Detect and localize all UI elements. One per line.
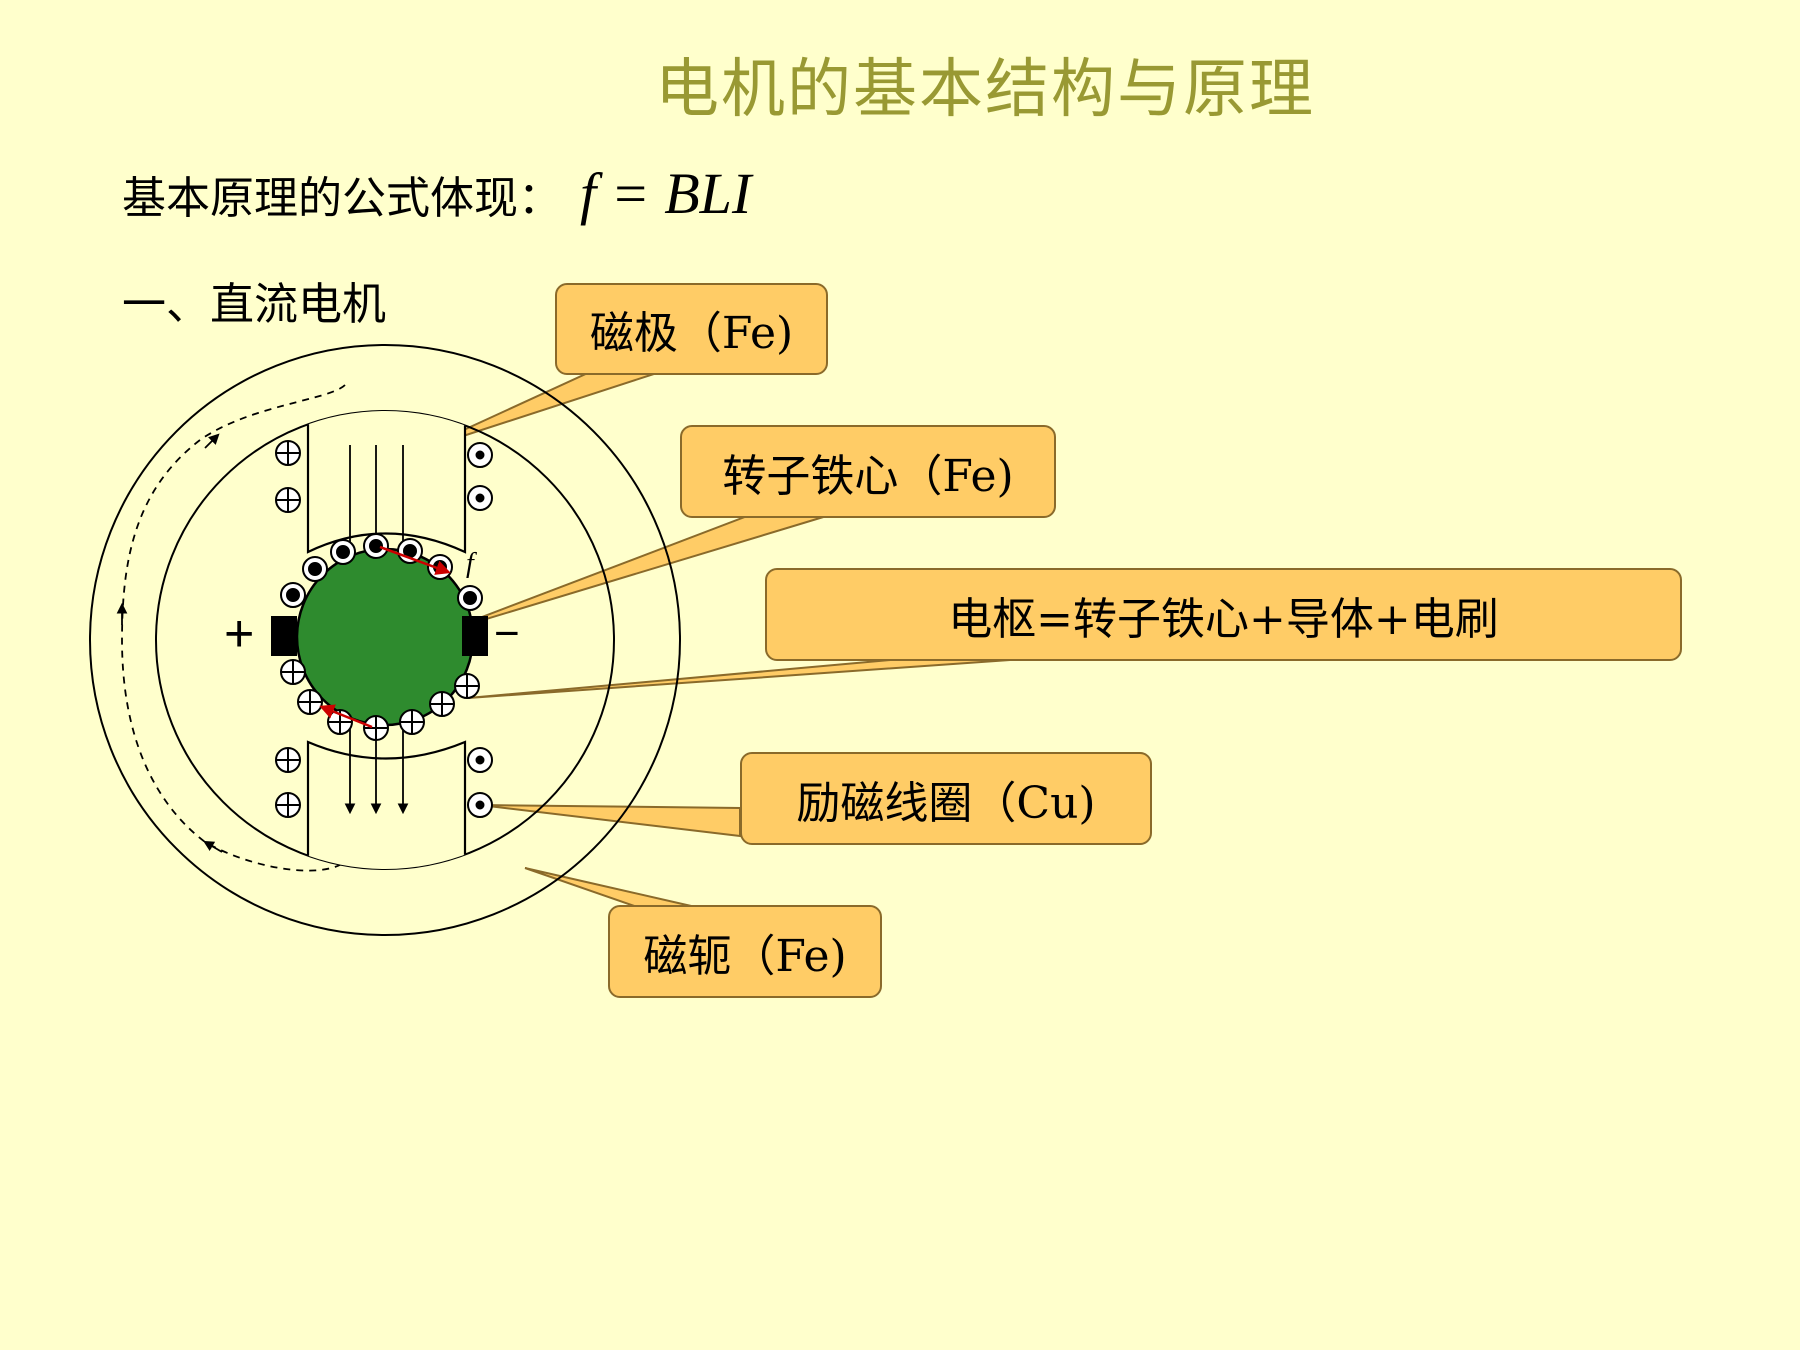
force-arrow-upper <box>379 545 451 575</box>
armature-callout-pointer <box>467 659 1011 699</box>
callout-pole: 磁极（Fe) <box>555 283 828 375</box>
callout-yoke: 磁轭（Fe) <box>608 905 882 998</box>
callout-armature: 电枢=转子铁心+导体+电刷 <box>765 568 1682 661</box>
brush-minus-sign: − <box>494 609 520 658</box>
flux-arrow-upper <box>204 433 220 449</box>
lower-pole <box>306 740 467 869</box>
yoke-outer-ring <box>89 344 681 936</box>
upper-pole <box>306 411 467 554</box>
armature-conductors-lower <box>280 659 480 741</box>
callout-field-coil: 励磁线圈（Cu) <box>740 752 1152 845</box>
field-coil-left <box>275 440 301 818</box>
yoke-callout-pointer <box>524 867 701 909</box>
flux-return-path <box>121 384 346 872</box>
field-coil-right <box>467 442 493 818</box>
brush-left <box>271 616 297 656</box>
formula-label: 基本原理的公式体现： <box>122 173 562 224</box>
brush-plus-sign: + <box>224 605 254 663</box>
slide-title: 电机的基本结构与原理 <box>655 53 1315 127</box>
brush-right <box>462 616 488 656</box>
force-label: f <box>466 548 477 579</box>
formula-line: 基本原理的公式体现： f = BLI <box>122 160 751 227</box>
magnetic-poles <box>306 411 467 869</box>
section-heading: 一、直流电机 <box>122 279 386 330</box>
formula: f = BLI <box>580 161 752 226</box>
flux-arrow-lower <box>203 840 223 853</box>
force-arrow-lower <box>319 704 373 729</box>
callout-rotor-core: 转子铁心（Fe) <box>680 425 1056 518</box>
